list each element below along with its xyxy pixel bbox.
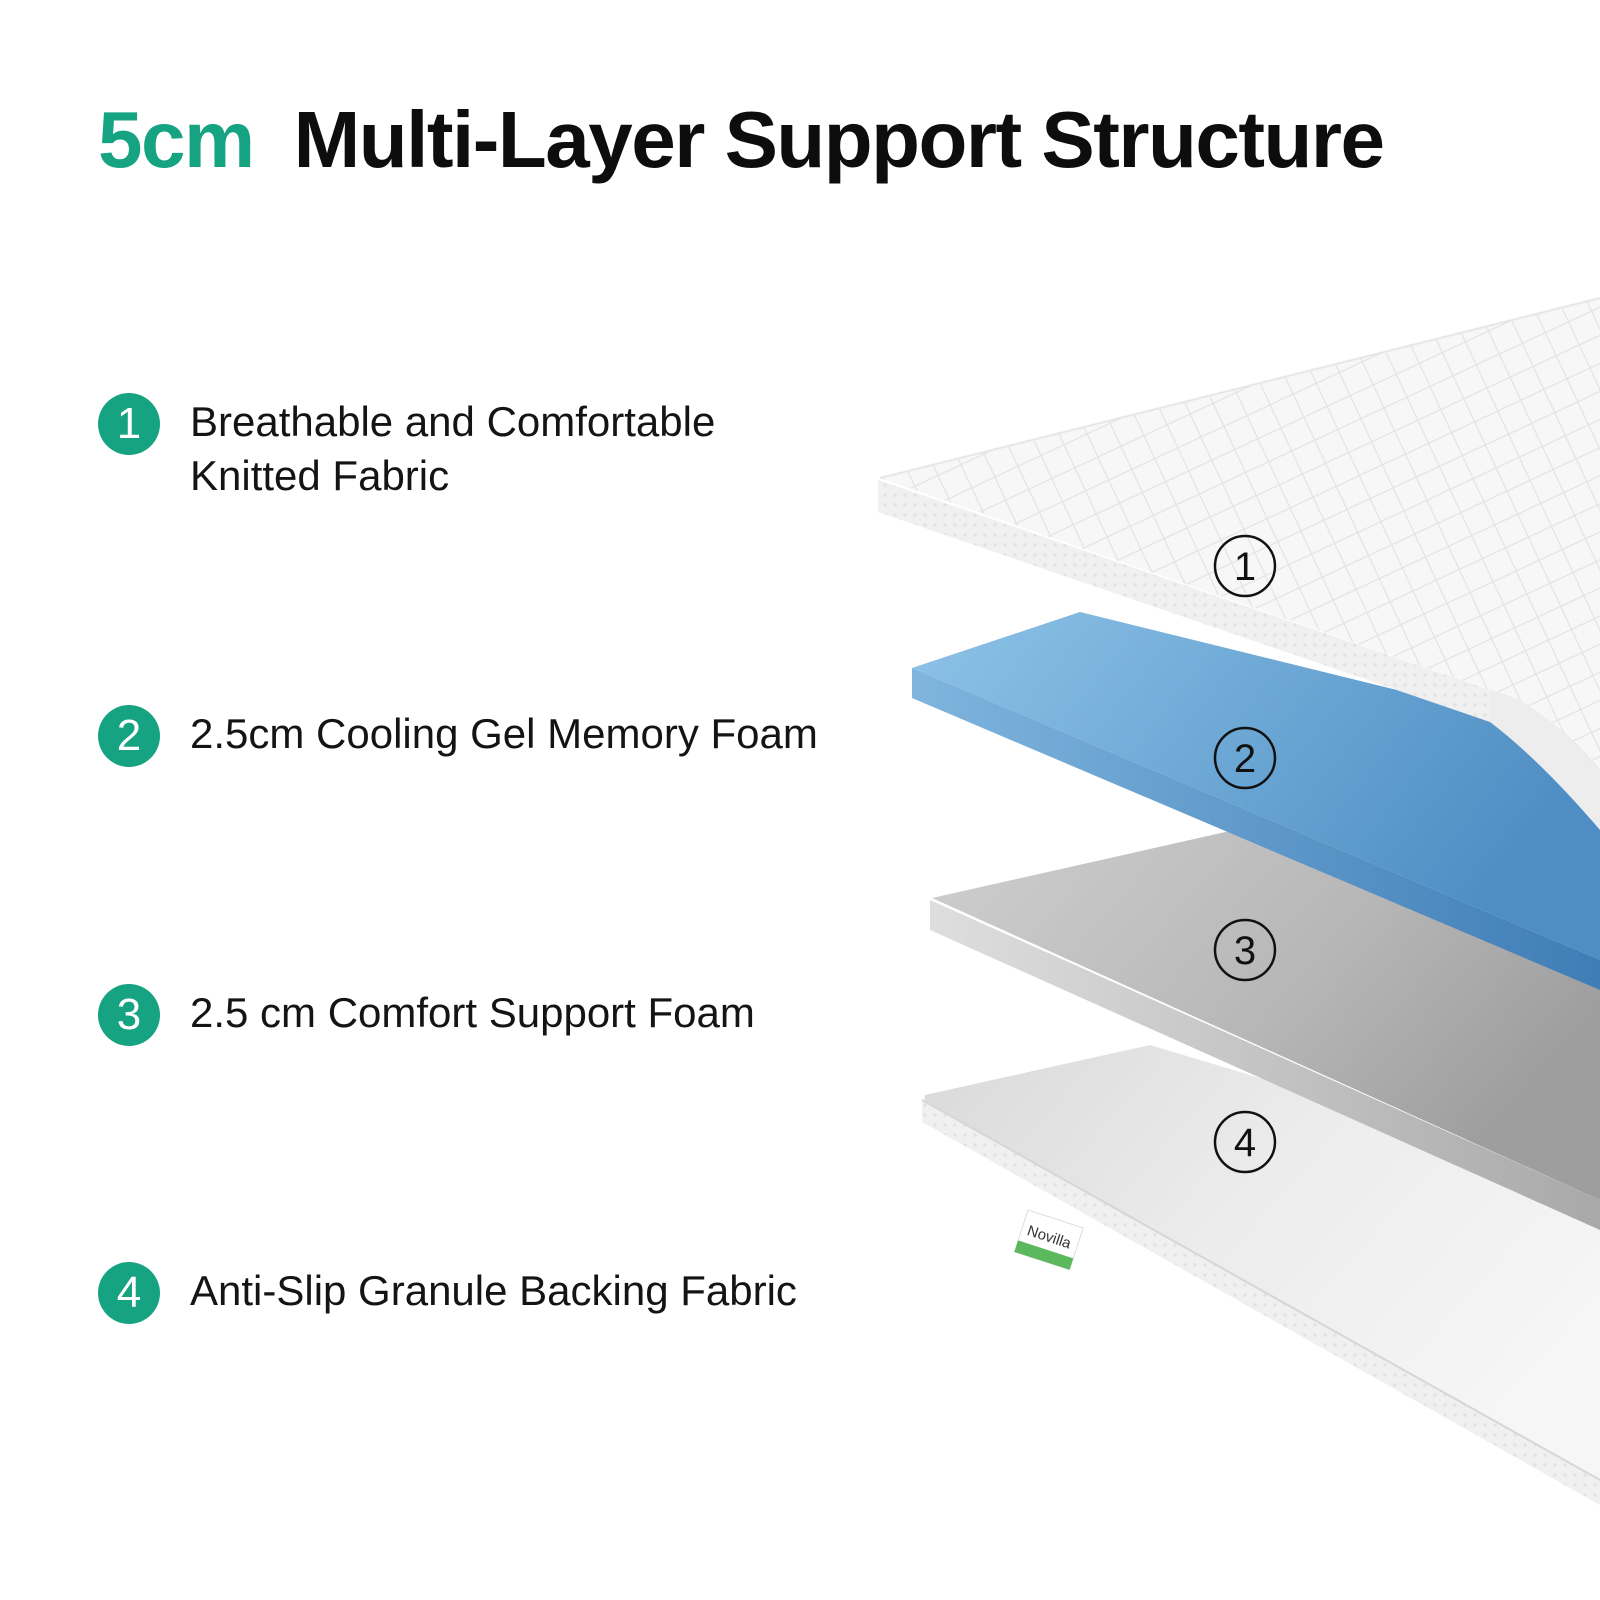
layer-marker-4: 4 xyxy=(1213,1110,1277,1174)
layer-number-badge-3: 3 xyxy=(98,984,160,1046)
layer-item-3: 3 2.5 cm Comfort Support Foam xyxy=(98,984,870,1046)
layer-label-4: Anti-Slip Granule Backing Fabric xyxy=(190,1267,797,1314)
knitted-fabric-layer xyxy=(878,297,1600,830)
layer-marker-1-label: 1 xyxy=(1234,545,1256,589)
layer-marker-4-label: 4 xyxy=(1234,1121,1256,1165)
title-thickness: 5cm xyxy=(98,95,255,184)
layer-number-badge-1: 1 xyxy=(98,393,160,455)
layer-number-badge-4: 4 xyxy=(98,1262,160,1324)
layer-item-2: 2 2.5cm Cooling Gel Memory Foam xyxy=(98,705,870,767)
layer-number-badge-2: 2 xyxy=(98,705,160,767)
brand-tag: Novilla xyxy=(1013,1209,1084,1271)
layer-marker-3-label: 3 xyxy=(1234,929,1256,973)
layer-label-1: Breathable and Comfortable Knitted Fabri… xyxy=(190,398,716,499)
layer-label-2: 2.5cm Cooling Gel Memory Foam xyxy=(190,710,818,757)
layer-item-1: 1 Breathable and Comfortable Knitted Fab… xyxy=(98,393,870,503)
title-text: Multi-Layer Support Structure xyxy=(293,95,1385,184)
backing-fabric-layer xyxy=(921,1045,1600,1505)
layer-marker-1: 1 xyxy=(1213,534,1277,598)
layer-label-3: 2.5 cm Comfort Support Foam xyxy=(190,989,755,1036)
layer-marker-2: 2 xyxy=(1213,726,1277,790)
layer-item-4: 4 Anti-Slip Granule Backing Fabric xyxy=(98,1262,870,1324)
layer-marker-3: 3 xyxy=(1213,918,1277,982)
layer-marker-2-label: 2 xyxy=(1234,737,1256,781)
